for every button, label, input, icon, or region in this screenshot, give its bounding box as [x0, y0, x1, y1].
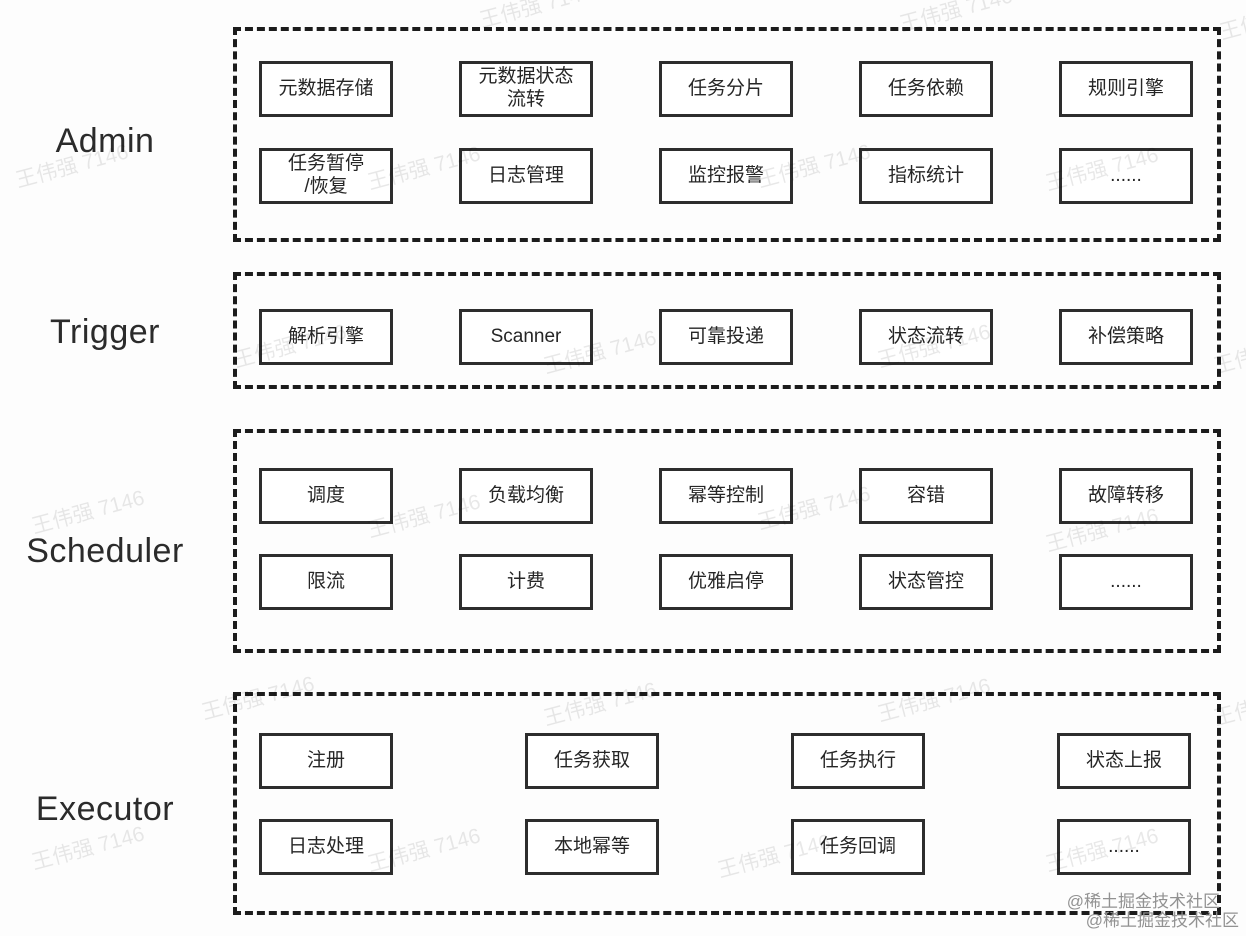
module-box: 任务获取	[525, 733, 659, 789]
module-box: 计费	[459, 554, 593, 610]
module-box: 补偿策略	[1059, 309, 1193, 365]
module-row: 日志处理 本地幂等 任务回调 ......	[259, 819, 1217, 875]
module-box: 任务依赖	[859, 61, 993, 117]
module-row: 解析引擎 Scanner 可靠投递 状态流转 补偿策略	[259, 309, 1217, 365]
module-row: 限流 计费 优雅启停 状态管控 ......	[259, 554, 1217, 610]
module-box: 调度	[259, 468, 393, 524]
module-box: 状态流转	[859, 309, 993, 365]
module-box: 指标统计	[859, 148, 993, 204]
module-box: 容错	[859, 468, 993, 524]
module-box: 日志管理	[459, 148, 593, 204]
section-panel-trigger: 解析引擎 Scanner 可靠投递 状态流转 补偿策略	[233, 272, 1221, 389]
module-box: 任务执行	[791, 733, 925, 789]
community-credit: @稀土掘金技术社区	[1066, 892, 1220, 911]
layer-label-executor: Executor	[35, 790, 175, 828]
module-row: 注册 任务获取 任务执行 状态上报	[259, 733, 1217, 789]
module-row: 元数据存储 元数据状态 流转 任务分片 任务依赖 规则引擎	[259, 61, 1217, 117]
module-box: 状态管控	[859, 554, 993, 610]
module-box: ......	[1059, 554, 1193, 610]
section-panel-admin: 元数据存储 元数据状态 流转 任务分片 任务依赖 规则引擎 任务暂停 /恢复 日…	[233, 27, 1221, 242]
module-row: 任务暂停 /恢复 日志管理 监控报警 指标统计 ......	[259, 148, 1217, 204]
section-panel-executor: 注册 任务获取 任务执行 状态上报 日志处理 本地幂等 任务回调 ......	[233, 692, 1221, 915]
module-box: 任务分片	[659, 61, 793, 117]
module-box: 任务回调	[791, 819, 925, 875]
layer-label-trigger: Trigger	[50, 313, 160, 351]
section-panel-scheduler: 调度 负载均衡 幂等控制 容错 故障转移 限流 计费 优雅启停 状态管控 ...…	[233, 429, 1221, 653]
module-box: 规则引擎	[1059, 61, 1193, 117]
module-box: Scanner	[459, 309, 593, 365]
module-box: 负载均衡	[459, 468, 593, 524]
module-box: 解析引擎	[259, 309, 393, 365]
module-box: 优雅启停	[659, 554, 793, 610]
module-row: 调度 负载均衡 幂等控制 容错 故障转移	[259, 468, 1217, 524]
module-box: ......	[1059, 148, 1193, 204]
module-box: 日志处理	[259, 819, 393, 875]
layer-label-admin: Admin	[55, 122, 155, 160]
module-box: 可靠投递	[659, 309, 793, 365]
module-box: 状态上报	[1057, 733, 1191, 789]
module-box: 元数据状态 流转	[459, 61, 593, 117]
community-credit: @稀土掘金技术社区	[1085, 911, 1239, 930]
module-box: 监控报警	[659, 148, 793, 204]
module-box: 幂等控制	[659, 468, 793, 524]
module-box: ......	[1057, 819, 1191, 875]
module-box: 元数据存储	[259, 61, 393, 117]
module-box: 限流	[259, 554, 393, 610]
module-box: 本地幂等	[525, 819, 659, 875]
module-box: 任务暂停 /恢复	[259, 148, 393, 204]
module-box: 注册	[259, 733, 393, 789]
module-box: 故障转移	[1059, 468, 1193, 524]
layer-label-scheduler: Scheduler	[26, 532, 184, 570]
